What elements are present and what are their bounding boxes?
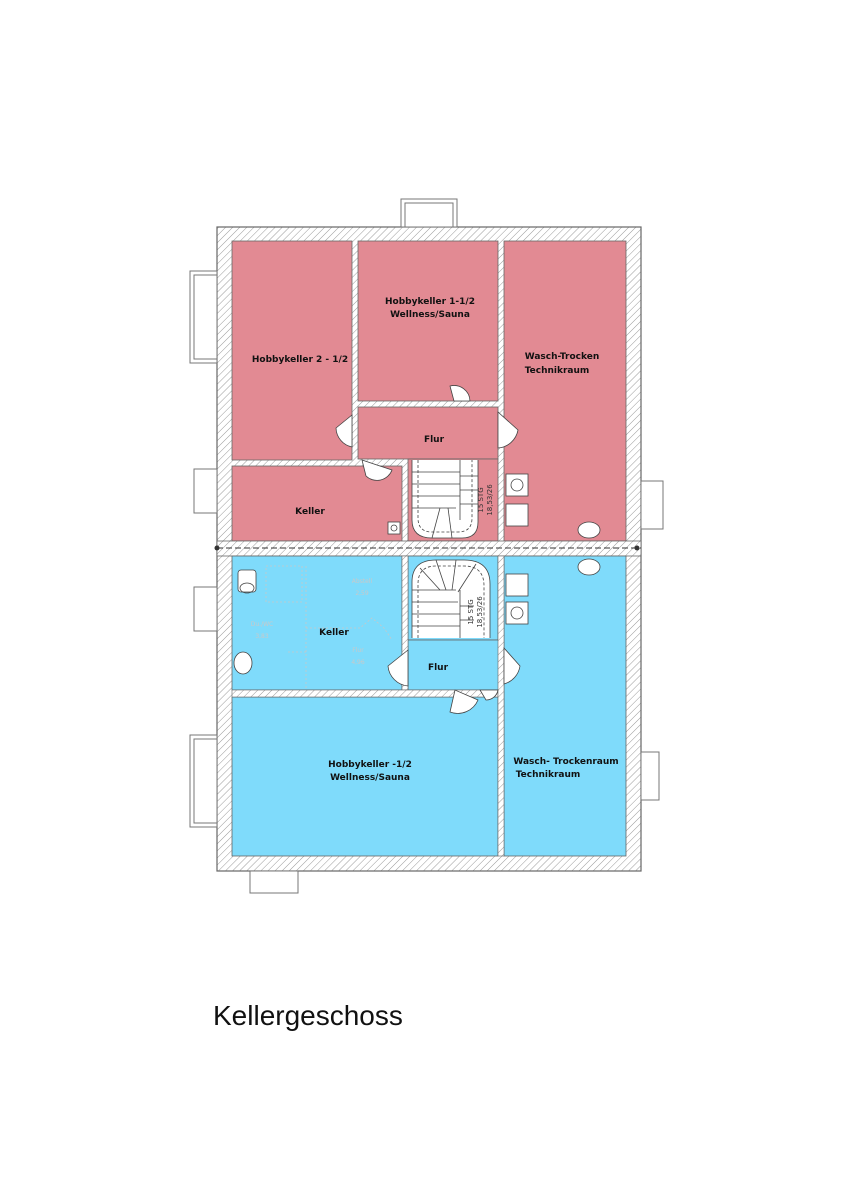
- stair-upper-steps: 15 STG: [477, 487, 485, 512]
- label-hobbykeller-1: Hobbykeller 1-1/2: [385, 297, 475, 307]
- label-wasch-trocken-sub: Technikraum: [525, 366, 590, 376]
- boiler-icon: [577, 521, 601, 539]
- stair-lower-rise: 18,53/26: [476, 596, 484, 628]
- label-flur-lower: Flur: [428, 663, 449, 673]
- label-hobbykeller-1-sub: Wellness/Sauna: [390, 310, 470, 320]
- window-right-1: [640, 480, 664, 530]
- room-keller-lower: [231, 555, 403, 691]
- window-left-3: [193, 586, 218, 632]
- doors-lower: [387, 646, 521, 714]
- stair-lower: [411, 559, 491, 638]
- room-wasch-trockenraum: [503, 555, 627, 857]
- svg-text:2,59: 2,59: [355, 590, 369, 597]
- label-wasch-trockenraum-sub: Technikraum: [516, 770, 581, 780]
- drain-icon: [387, 521, 401, 535]
- label-wasch-trockenraum: Wasch- Trockenraum: [513, 757, 618, 767]
- machine-icon: [505, 573, 529, 597]
- stair-upper: [411, 460, 479, 539]
- label-wasch-trocken: Wasch-Trocken: [525, 352, 600, 362]
- svg-text:3,83: 3,83: [255, 633, 269, 640]
- svg-text:Du./WC: Du./WC: [251, 621, 273, 628]
- label-hobbykeller-lower: Hobbykeller -1/2: [328, 760, 412, 770]
- label-hobbykeller-2: Hobbykeller 2 - 1/2: [252, 355, 348, 365]
- shower-tray: [265, 565, 303, 603]
- window-frames: [189, 198, 664, 894]
- room-flur-lower: [407, 639, 505, 691]
- window-left-2: [193, 468, 218, 514]
- label-keller-lower: Keller: [319, 628, 349, 638]
- window-right-2: [640, 751, 660, 801]
- page-title: Kellergeschoss: [213, 1000, 403, 1031]
- svg-text:Flur: Flur: [352, 647, 364, 654]
- machine-icon: [505, 503, 529, 527]
- sanitary-fixtures: [233, 569, 257, 675]
- doors-upper: [335, 385, 519, 481]
- svg-text:4,96: 4,96: [351, 659, 365, 666]
- room-labels-upper: Hobbykeller 2 - 1/2 Hobbykeller 1-1/2 We…: [252, 297, 599, 517]
- machine-icon: [505, 473, 529, 497]
- svg-text:Abstell: Abstell: [352, 578, 373, 585]
- fixtures-upper: [387, 473, 601, 539]
- stair-lower-steps: 15 STG: [467, 599, 475, 624]
- room-hobbykeller-2: [231, 240, 353, 461]
- window-top: [400, 198, 458, 228]
- room-hobbykeller-lower: [231, 696, 499, 857]
- toilet-icon: [237, 569, 257, 593]
- faint-partitions: [265, 565, 393, 690]
- label-hobbykeller-lower-sub: Wellness/Sauna: [330, 773, 410, 783]
- machine-icon: [505, 601, 529, 625]
- boiler-icon: [577, 558, 601, 576]
- window-bottom: [249, 870, 299, 894]
- label-flur-upper: Flur: [424, 435, 445, 445]
- stair-upper-rise: 18,53/26: [486, 484, 494, 516]
- fixtures-lower: [505, 558, 601, 625]
- room-hobbykeller-1: [357, 240, 499, 402]
- room-labels-lower: Keller Flur Hobbykeller -1/2 Wellness/Sa…: [319, 628, 618, 783]
- faint-labels: Abstell 2,59 Du./WC 3,83 Flur 4,96: [251, 578, 373, 666]
- room-flur-upper: [357, 406, 499, 460]
- lower-unit: [231, 555, 627, 857]
- basin-icon: [233, 651, 253, 675]
- label-keller-upper: Keller: [295, 507, 325, 517]
